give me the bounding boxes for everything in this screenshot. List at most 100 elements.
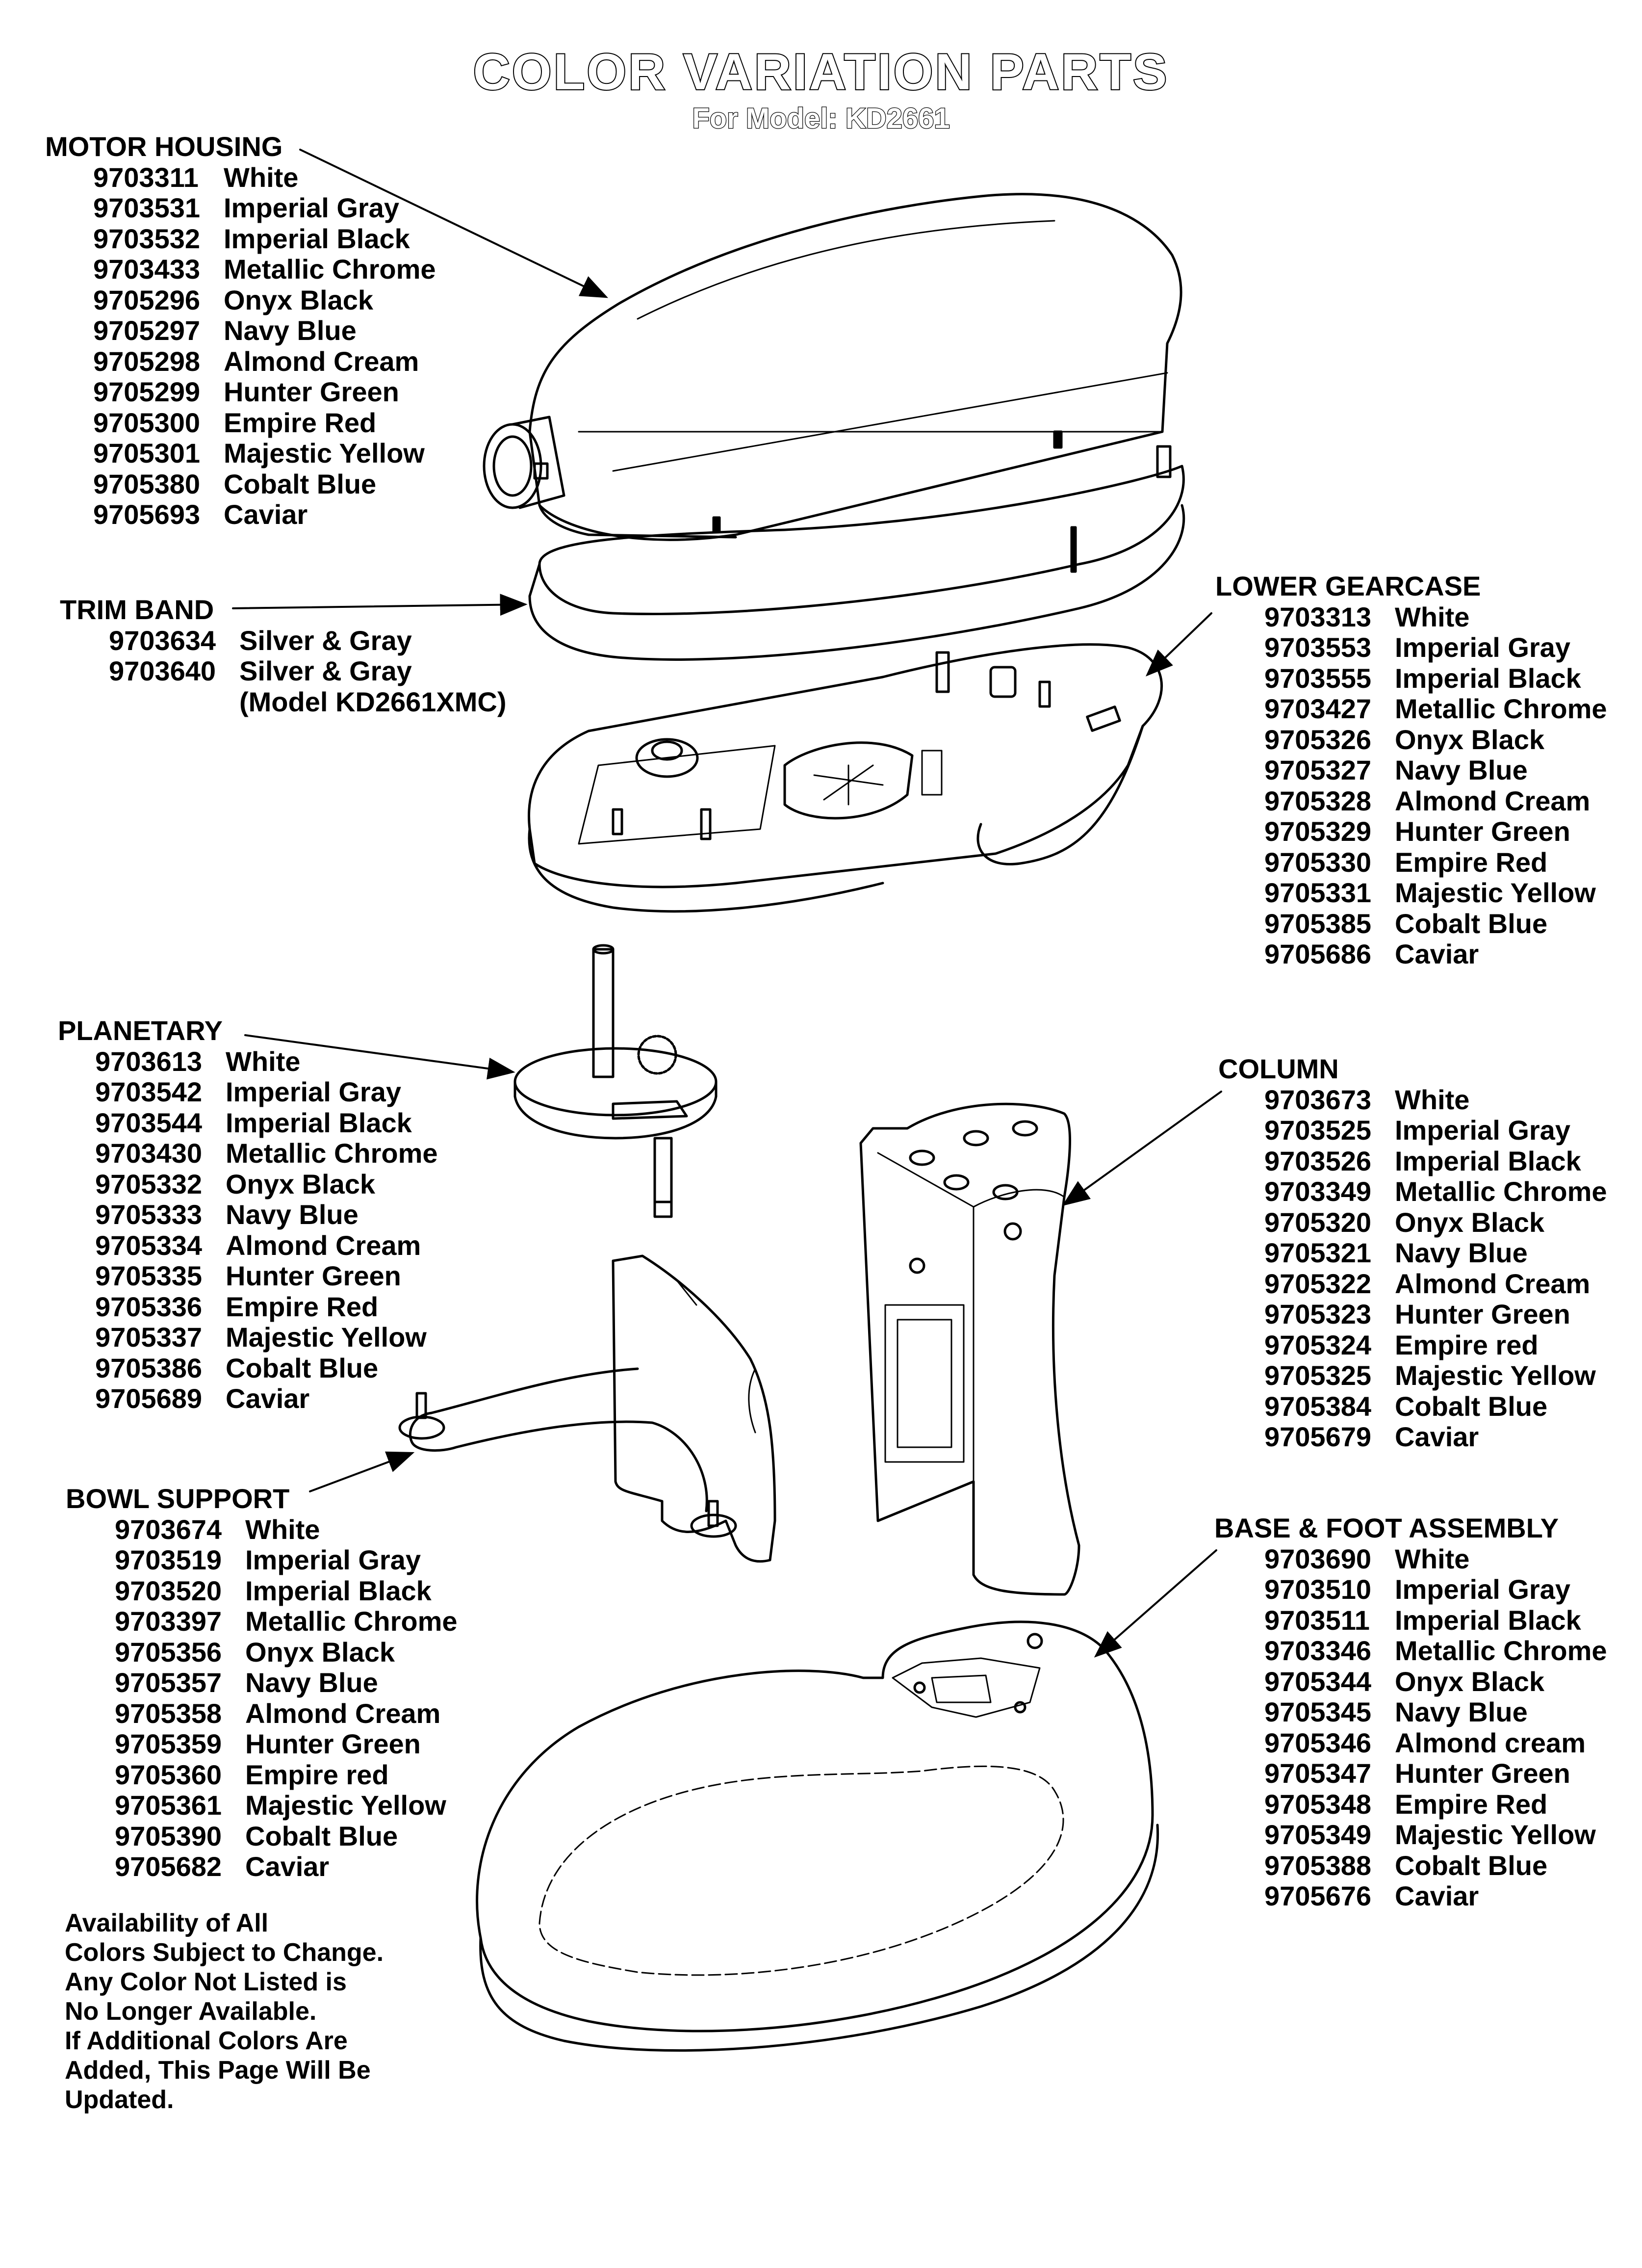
- part-color: Cobalt Blue: [1395, 1390, 1548, 1422]
- part-number: 9705380: [93, 468, 201, 499]
- leader-bowl-support: [309, 1451, 415, 1492]
- part-color: Onyx Black: [224, 284, 374, 315]
- part-number: 9705330: [1264, 846, 1372, 878]
- part-number: 9705384: [1264, 1390, 1372, 1422]
- part-number: 9705357: [115, 1667, 222, 1698]
- part-color: Caviar: [1395, 1421, 1479, 1452]
- part-color: Cobalt Blue: [226, 1352, 379, 1383]
- part-color: Caviar: [1395, 1880, 1479, 1911]
- part-number: 9703531: [93, 192, 201, 223]
- part-color: Caviar: [1395, 938, 1479, 969]
- part-row: 9705337 Majestic Yellow: [95, 1322, 438, 1353]
- part-number: 9703511: [1264, 1604, 1370, 1636]
- trim-band-note: (Model KD2661XMC): [239, 686, 507, 717]
- part-color: Metallic Chrome: [224, 254, 436, 285]
- part-color: Majestic Yellow: [1395, 877, 1596, 908]
- part-number: 9703553: [1264, 632, 1372, 663]
- notice-line: Availability of All: [65, 1909, 269, 1937]
- part-color: Empire Red: [226, 1291, 379, 1322]
- part-color: Majestic Yellow: [245, 1790, 446, 1821]
- part-number: 9705361: [115, 1790, 222, 1821]
- part-number: 9705300: [93, 407, 201, 438]
- part-row: 9703397 Metallic Chrome: [115, 1606, 458, 1637]
- part-color: Imperial Gray: [224, 192, 399, 223]
- trim-band-label: TRIM BAND: [60, 594, 214, 625]
- part-color: Silver & Gray: [239, 625, 412, 656]
- leader-planetary: [244, 1034, 515, 1080]
- part-color: Metallic Chrome: [1395, 1176, 1607, 1207]
- part-row: 9703346 Metallic Chrome: [1264, 1635, 1607, 1667]
- part-color: Onyx Black: [1395, 1666, 1545, 1697]
- part-color: Metallic Chrome: [1395, 1635, 1607, 1666]
- part-number: 9703397: [115, 1606, 222, 1637]
- part-number: 9705332: [95, 1168, 203, 1199]
- column-label: COLUMN: [1218, 1053, 1339, 1084]
- part-color: Almond Cream: [1395, 785, 1591, 816]
- leader-column: [1062, 1091, 1222, 1206]
- leader-trim-band: [232, 594, 528, 616]
- part-number: 9703346: [1264, 1635, 1372, 1666]
- part-color: Majestic Yellow: [226, 1322, 427, 1353]
- part-number: 9705348: [1264, 1788, 1372, 1820]
- part-number: 9703542: [95, 1076, 203, 1107]
- notice-line: If Additional Colors Are: [65, 2027, 348, 2055]
- part-color: Metallic Chrome: [1395, 693, 1607, 724]
- part-row: 9703427 Metallic Chrome: [1264, 693, 1607, 725]
- part-number: 9705336: [95, 1291, 203, 1322]
- part-number: 9705297: [93, 315, 201, 346]
- part-number: 9705390: [115, 1820, 222, 1851]
- part-number: 9703640: [109, 655, 216, 686]
- motor-housing-label: MOTOR HOUSING: [45, 131, 283, 162]
- part-number: 9705385: [1264, 908, 1372, 939]
- part-number: 9703313: [1264, 601, 1372, 632]
- part-color: Imperial Gray: [1395, 1574, 1570, 1605]
- part-color: Hunter Green: [245, 1728, 421, 1759]
- part-color: Navy Blue: [224, 315, 357, 346]
- part-number: 9705326: [1264, 724, 1372, 755]
- part-color: Empire red: [245, 1759, 389, 1790]
- bowl-support-label: BOWL SUPPORT: [66, 1483, 290, 1514]
- part-color: Imperial Gray: [245, 1544, 421, 1575]
- part-number: 9705321: [1264, 1237, 1372, 1268]
- part-number: 9703526: [1264, 1145, 1372, 1176]
- part-color: Hunter Green: [226, 1260, 401, 1291]
- part-number: 9703532: [93, 223, 201, 254]
- part-number: 9705337: [95, 1322, 203, 1353]
- part-color: Metallic Chrome: [245, 1606, 458, 1637]
- part-number: 9703427: [1264, 693, 1372, 724]
- part-color: Navy Blue: [1395, 1696, 1528, 1727]
- part-color: Hunter Green: [224, 376, 399, 407]
- part-number: 9705344: [1264, 1666, 1372, 1697]
